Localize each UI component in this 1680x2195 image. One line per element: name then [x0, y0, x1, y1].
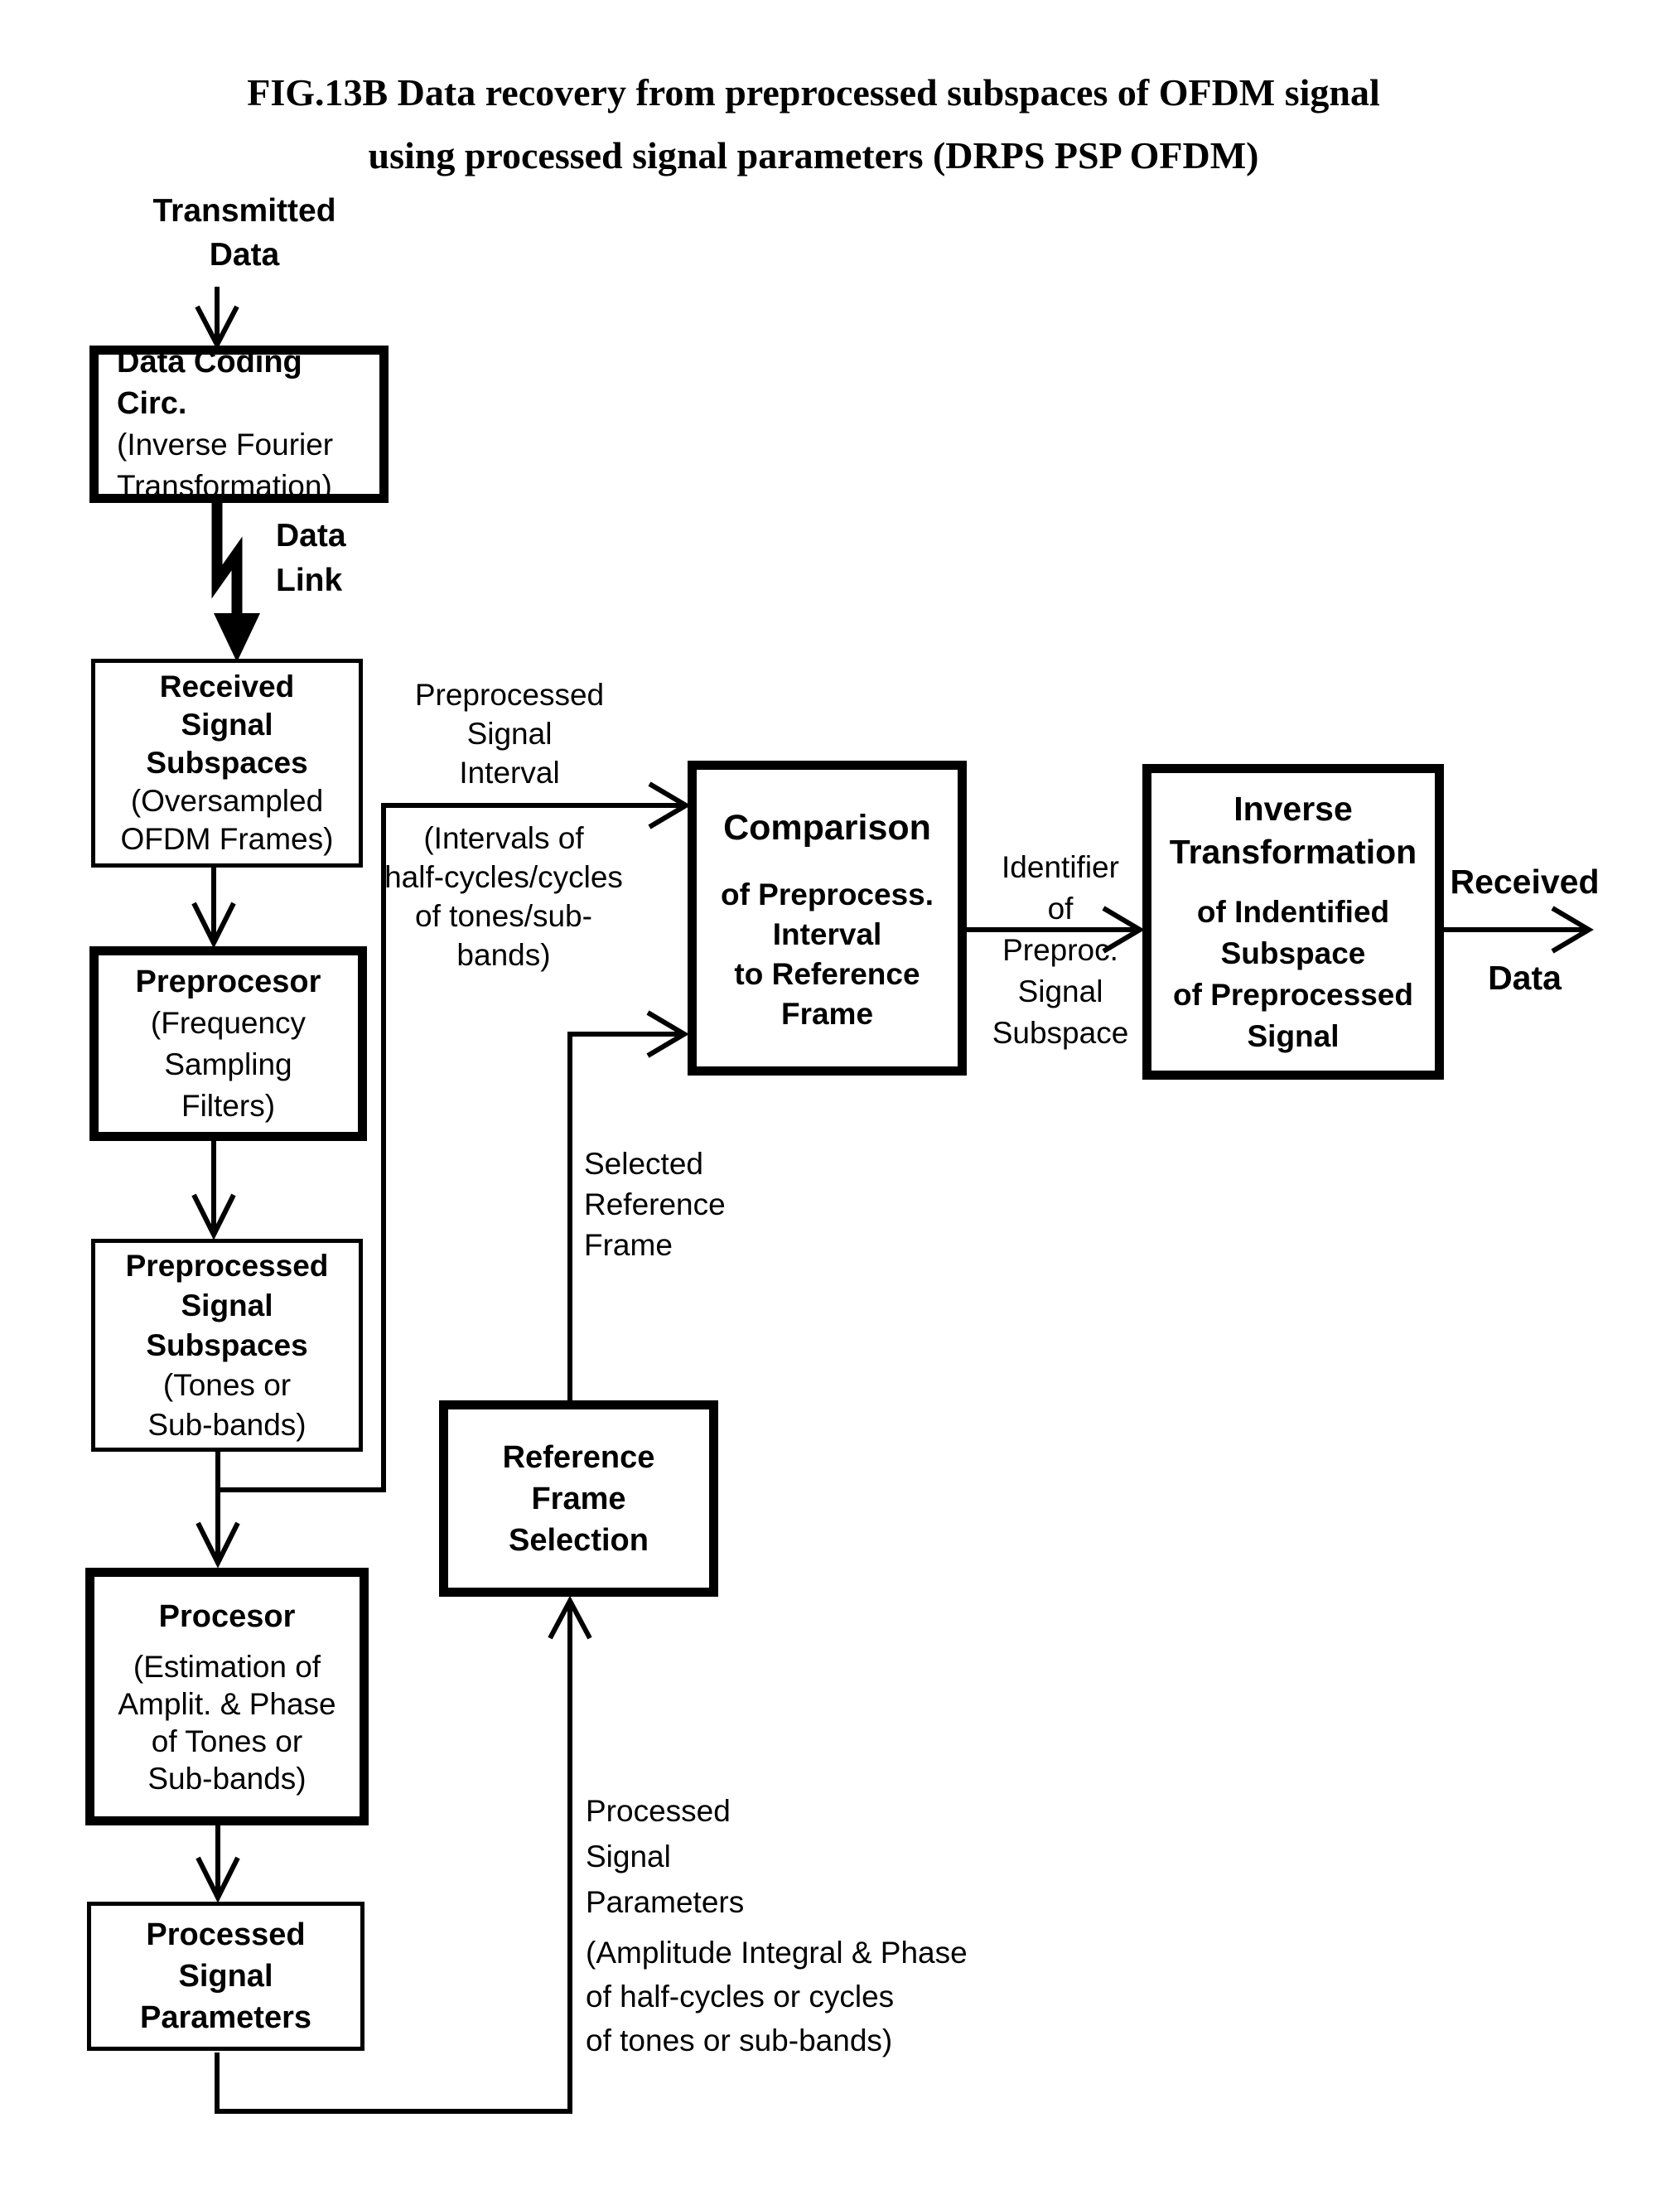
arrowhead-icon — [191, 1193, 236, 1240]
arrowhead-icon — [1551, 906, 1594, 954]
box-reference-frame-selection: Reference Frame Selection — [439, 1400, 718, 1597]
label-data-link: Data Link — [276, 518, 346, 598]
arrow-processed-sp-to-reference-frame — [215, 1595, 592, 2114]
lightning-shaft — [211, 500, 243, 620]
box-inverse-transformation: Inverse Transformation of Indentified Su… — [1142, 764, 1444, 1080]
box-data-coding-circ: Data Coding Circ. (Inverse Fourier Trans… — [89, 345, 389, 503]
figure-title-line2: using processed signal parameters (DRPS … — [368, 134, 1259, 176]
arrow-received-to-preprocesor — [191, 868, 236, 949]
data-link-lightning-arrow — [211, 500, 260, 662]
label-processed-params-detail: (Amplitude Integral & Phase of half-cycl… — [586, 1936, 968, 2057]
arrowhead-icon — [548, 1595, 592, 1640]
arrow-shaft — [218, 803, 684, 1492]
figure-title: FIG.13B Data recovery from preprocessed … — [0, 61, 1627, 187]
box-preprocessed-signal-subspaces: Preprocessed Signal Subspaces (Tones or … — [91, 1239, 363, 1452]
arrow-reference-frame-to-comparison — [567, 1010, 689, 1402]
box-preprocesor: Preprocesor (Frequency Sampling Filters) — [89, 946, 367, 1141]
arrow-preprocessed-ss-to-procesor — [196, 1452, 240, 1569]
arrowhead-icon — [196, 1856, 240, 1903]
arrow-preprocesor-to-preprocessed-ss — [191, 1141, 236, 1240]
arrow-transmitted-to-data-coding — [195, 287, 239, 351]
arrow-comparison-to-inverse — [967, 906, 1145, 954]
arrow-procesor-to-processed-sp — [196, 1825, 240, 1903]
label-identifier-of-preproc-signal-subspace: Identifier of Preproc. Signal Subspace — [992, 850, 1129, 1050]
label-processed-signal-parameters: Processed Signal Parameters — [586, 1794, 745, 1919]
arrowhead-icon — [195, 305, 239, 351]
box-processed-signal-parameters: Processed Signal Parameters — [87, 1902, 364, 2051]
arrowhead-icon — [646, 1010, 689, 1058]
arrowhead-icon — [648, 781, 691, 829]
figure-title-line1: FIG.13B Data recovery from preprocessed … — [247, 71, 1380, 114]
arrowhead-icon — [191, 902, 236, 949]
arrowhead-icon — [214, 613, 260, 662]
label-preprocessed-signal-interval: Preprocessed Signal Interval — [414, 678, 605, 790]
arrowhead-icon — [196, 1521, 240, 1569]
box-comparison: Comparison of Preprocess. Interval to Re… — [688, 761, 967, 1076]
box-procesor: Procesor (Estimation of Amplit. & Phase … — [85, 1568, 369, 1825]
arrow-shaft — [215, 1603, 572, 2114]
arrowhead-icon — [1102, 906, 1145, 954]
arrow-preprocessed-interval-to-comparison — [218, 781, 691, 1492]
label-received-data: Received Data — [1450, 863, 1600, 997]
label-transmitted-data: Transmitted Data — [152, 193, 336, 273]
arrow-inverse-to-received-data — [1444, 906, 1594, 954]
label-intervals-detail: (Intervals of half-cycles/cycles of tone… — [384, 821, 623, 972]
box-received-signal-subspaces: Received Signal Subspaces (Oversampled O… — [91, 659, 363, 868]
label-selected-reference-frame: Selected Reference Frame — [584, 1147, 726, 1262]
arrow-shaft — [567, 1032, 681, 1402]
